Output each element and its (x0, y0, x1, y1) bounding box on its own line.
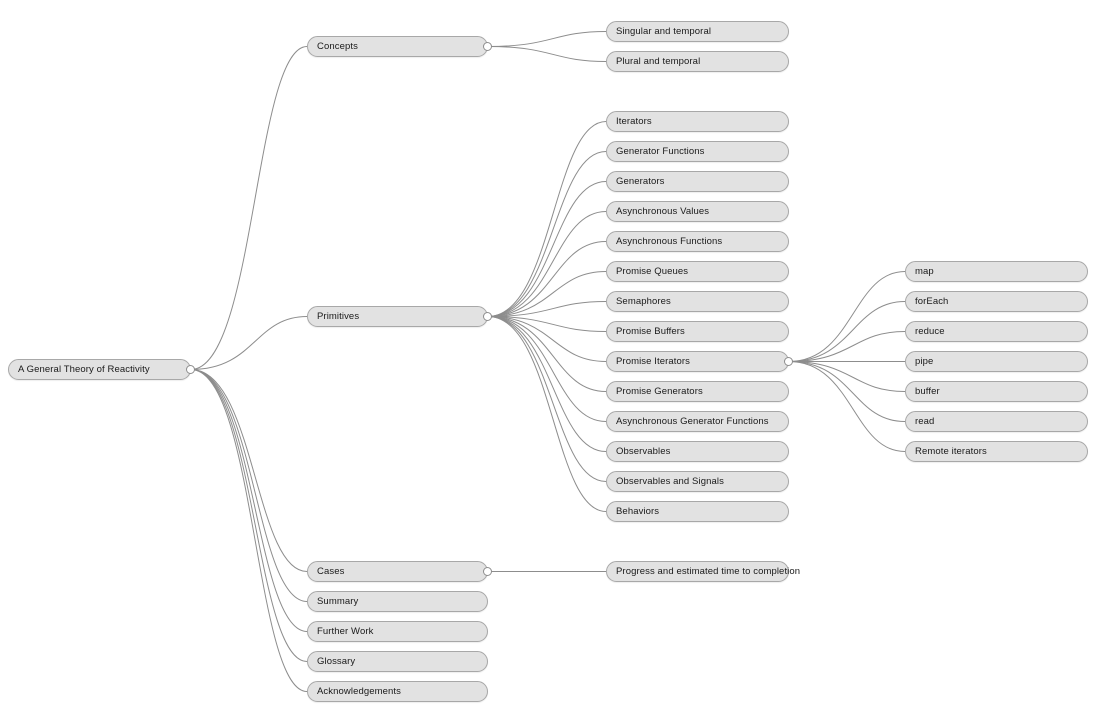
mindmap-node-l1-glossary[interactable]: Glossary (307, 651, 488, 672)
mindmap-node-l2-promise-queues[interactable]: Promise Queues (606, 261, 789, 282)
mindmap-node-l2-obs-signals[interactable]: Observables and Signals (606, 471, 789, 492)
mindmap-node-l2-async-functions[interactable]: Asynchronous Functions (606, 231, 789, 252)
mindmap-node-l3-reduce[interactable]: reduce (905, 321, 1088, 342)
collapse-toggle-root[interactable] (186, 365, 195, 374)
mindmap-node-l2-async-values[interactable]: Asynchronous Values (606, 201, 789, 222)
mindmap-node-l1-acknowledgements[interactable]: Acknowledgements (307, 681, 488, 702)
mindmap-node-l1-further-work[interactable]: Further Work (307, 621, 488, 642)
mindmap-node-l2-promise-buffers[interactable]: Promise Buffers (606, 321, 789, 342)
mindmap-node-l2-promise-gens[interactable]: Promise Generators (606, 381, 789, 402)
mindmap-node-l2-behaviors[interactable]: Behaviors (606, 501, 789, 522)
mindmap-node-l1-primitives[interactable]: Primitives (307, 306, 488, 327)
mindmap-node-l2-singular-temporal[interactable]: Singular and temporal (606, 21, 789, 42)
mindmap-node-l2-progress[interactable]: Progress and estimated time to completio… (606, 561, 800, 582)
mindmap-node-l2-generator-fns[interactable]: Generator Functions (606, 141, 789, 162)
mindmap-node-l2-semaphores[interactable]: Semaphores (606, 291, 789, 312)
collapse-toggle-l2-promise-iterators[interactable] (784, 357, 793, 366)
mindmap-node-l1-cases[interactable]: Cases (307, 561, 488, 582)
mindmap-node-l2-generators[interactable]: Generators (606, 171, 789, 192)
mindmap-node-l2-iterators[interactable]: Iterators (606, 111, 789, 132)
mindmap-node-l3-foreach[interactable]: forEach (905, 291, 1088, 312)
mindmap-node-l1-concepts[interactable]: Concepts (307, 36, 488, 57)
mindmap-node-l3-remote[interactable]: Remote iterators (905, 441, 1088, 462)
mindmap-node-l2-observables[interactable]: Observables (606, 441, 789, 462)
collapse-toggle-l1-concepts[interactable] (483, 42, 492, 51)
mindmap-node-root[interactable]: A General Theory of Reactivity (8, 359, 191, 380)
mindmap-node-l3-buffer[interactable]: buffer (905, 381, 1088, 402)
mindmap-node-l3-map[interactable]: map (905, 261, 1088, 282)
collapse-toggle-l1-cases[interactable] (483, 567, 492, 576)
mindmap-node-l1-summary[interactable]: Summary (307, 591, 488, 612)
mindmap-node-l3-pipe[interactable]: pipe (905, 351, 1088, 372)
collapse-toggle-l1-primitives[interactable] (483, 312, 492, 321)
mindmap-node-l2-async-gen-fns[interactable]: Asynchronous Generator Functions (606, 411, 789, 432)
mindmap-node-l2-promise-iterators[interactable]: Promise Iterators (606, 351, 789, 372)
mindmap-node-l2-plural-temporal[interactable]: Plural and temporal (606, 51, 789, 72)
mindmap-node-l3-read[interactable]: read (905, 411, 1088, 432)
